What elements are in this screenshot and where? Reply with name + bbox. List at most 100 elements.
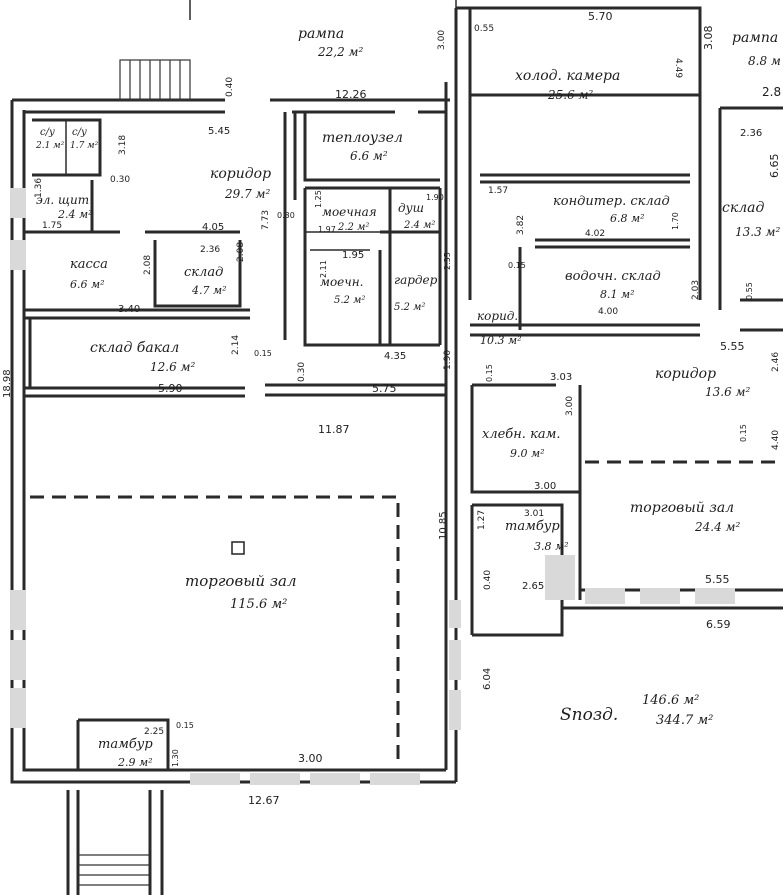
dimension-label: 1.27 <box>477 510 487 530</box>
east-shop-walls <box>578 385 783 600</box>
dimension-label: 1.30 <box>171 749 180 767</box>
room-area: 10.3 м² <box>480 334 522 347</box>
dimension-label: 2.08 <box>236 242 246 262</box>
dimension-label: 1.95 <box>342 250 364 261</box>
dimension-label: 0.15 <box>176 721 194 730</box>
dimension-label: 3.00 <box>534 481 556 492</box>
dimension-label: 1.25 <box>314 190 323 208</box>
room-label: тамбур <box>505 519 560 534</box>
room-area: 115.6 м² <box>230 597 287 612</box>
dimension-label: 2.65 <box>522 581 544 592</box>
east-corridor-wall <box>470 323 700 337</box>
tambur-shade <box>545 555 575 600</box>
east-block-walls <box>698 108 722 310</box>
room-area: 2.1 м² <box>35 141 65 151</box>
column-marker <box>231 541 245 555</box>
dimension-label: 0.15 <box>485 364 494 382</box>
dimension-label: 4.00 <box>598 307 618 317</box>
ramp-stairs-north <box>119 59 191 101</box>
room-area: 24.4 м² <box>694 520 740 534</box>
dimension-label: 0.30 <box>110 175 130 185</box>
dimension-label: 2.35 <box>443 252 452 270</box>
dimension-label: 1.36 <box>34 178 44 198</box>
summary-value-1: 146.6 м² <box>642 693 699 708</box>
dimension-label: 5.70 <box>588 10 613 23</box>
dimension-label: 2.14 <box>231 335 241 355</box>
room-area: 25.6 м² <box>547 88 593 102</box>
area-summary: Sпозд. 146.6 м² 344.7 м² <box>560 693 713 728</box>
dimension-label: 10.85 <box>438 511 449 540</box>
room-label: водочн. склад <box>565 269 661 284</box>
wash-block <box>303 188 392 347</box>
walls <box>10 6 783 784</box>
dimension-label: 4.05 <box>202 222 224 233</box>
dimension-label: 11.87 <box>318 423 350 436</box>
dimension-label: 2.46 <box>771 352 781 372</box>
room-label: склад бакал <box>90 340 179 356</box>
room-label: душ <box>398 201 424 215</box>
bakal-north <box>24 308 250 320</box>
dimension-label: 3.08 <box>702 26 715 51</box>
room-area: 22,2 м² <box>317 45 363 59</box>
dimension-label: 4.49 <box>673 58 683 78</box>
dimension-label: 0.55 <box>474 24 494 34</box>
dimension-label: 3.01 <box>524 509 544 519</box>
dimension-label: 2.11 <box>319 260 328 278</box>
dimension-label: 0.30 <box>297 362 307 382</box>
room-label: касса <box>70 257 108 272</box>
room-label: рампа <box>732 30 778 46</box>
room-area: 9.0 м² <box>510 447 545 460</box>
dimension-label: 1.90 <box>426 193 444 202</box>
room-area: 2.9 м² <box>117 756 153 769</box>
bakal-south <box>24 386 245 398</box>
dimension-label: 2.8 <box>762 85 781 99</box>
main-hall-display-line <box>30 495 400 765</box>
room-area: 2.4 м² <box>403 220 435 231</box>
dimension-label: 6.59 <box>706 618 731 631</box>
storage-small <box>153 240 242 308</box>
room-area: 12.6 м² <box>150 360 195 374</box>
hall-north-right <box>265 383 446 397</box>
room-area: 13.6 м² <box>705 385 750 399</box>
room-label: корид. <box>477 309 518 323</box>
dimension-label: 0.30 <box>277 211 295 220</box>
room-area: 4.7 м² <box>191 284 227 297</box>
room-labels: рампа 22,2 м² холод. камера 25.6 м² рамп… <box>35 26 781 769</box>
tambur-south <box>76 718 170 770</box>
confect-north <box>480 173 690 184</box>
room-area: 6.8 м² <box>610 212 645 225</box>
summary-label: Sпозд. <box>560 705 618 725</box>
garder-walls <box>378 250 440 347</box>
dimension-label: 5.55 <box>705 573 730 586</box>
windows <box>10 188 735 785</box>
dimension-label: 1.75 <box>42 221 62 231</box>
inner-wall-west-south <box>22 110 446 772</box>
dimension-labels: 5.70 0.55 3.00 4.49 3.08 2.8 0.40 12.26 … <box>2 10 781 807</box>
room-area: 6.6 м² <box>70 278 105 291</box>
dimension-label: 3.82 <box>516 215 526 235</box>
room-label: склад <box>184 265 223 280</box>
room-area: 13.3 м² <box>735 225 780 239</box>
room-label: коридор <box>210 166 271 182</box>
dimension-label: 5.55 <box>720 340 745 353</box>
room-area: 5.2 м² <box>334 295 365 306</box>
dimension-label: 7.73 <box>261 210 271 230</box>
dimension-label: 4.35 <box>384 351 406 362</box>
dimension-label: 1.57 <box>488 186 508 196</box>
room-label: с/у <box>40 127 55 138</box>
dimension-label: 4.40 <box>771 430 781 450</box>
room-label: коридор <box>655 366 716 382</box>
vodka-north <box>535 238 690 249</box>
dimension-label: 0.15 <box>508 261 526 270</box>
dimension-label: 2.36 <box>200 245 220 255</box>
room-label: эл. щит <box>36 193 89 207</box>
room-area: 5.2 м² <box>394 302 425 313</box>
room-label: рампа <box>298 26 344 42</box>
room-area: 2.2 м² <box>337 222 369 233</box>
corridor-east-wall <box>283 112 297 340</box>
dimension-label: 3.18 <box>118 135 128 155</box>
dimension-label: 2.36 <box>740 128 762 139</box>
dimension-label: 12.67 <box>248 794 280 807</box>
room-label: кондитер. склад <box>553 194 670 209</box>
